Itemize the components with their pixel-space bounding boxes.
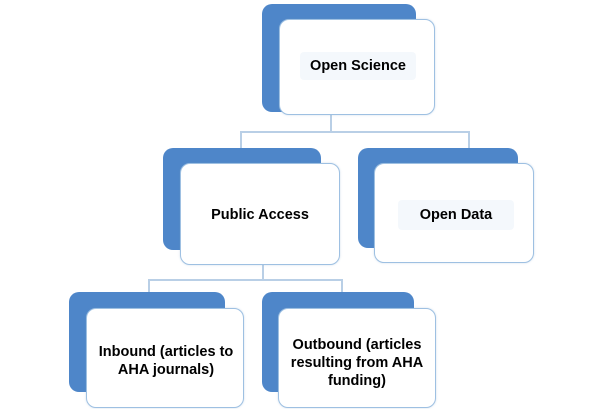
outbound-node [278, 308, 436, 408]
public-access-label: Public Access [211, 207, 309, 223]
open-science-label: Open Science [300, 52, 416, 80]
connector-to-outbound [341, 279, 343, 293]
inbound-label: Inbound (articles to AHA journals) [98, 344, 234, 378]
connector-public-access-down [262, 265, 264, 281]
connector-to-open-data [468, 131, 470, 151]
public-access-node [180, 163, 340, 265]
inbound-node [86, 308, 244, 408]
connector-level1-horizontal [240, 131, 470, 133]
outbound-label: Outbound (articles resulting from AHA fu… [290, 337, 424, 389]
connector-to-public-access [240, 131, 242, 151]
connector-root-down [330, 115, 332, 133]
connector-level2-horizontal [148, 279, 343, 281]
connector-to-inbound [148, 279, 150, 293]
open-data-label: Open Data [398, 200, 514, 230]
